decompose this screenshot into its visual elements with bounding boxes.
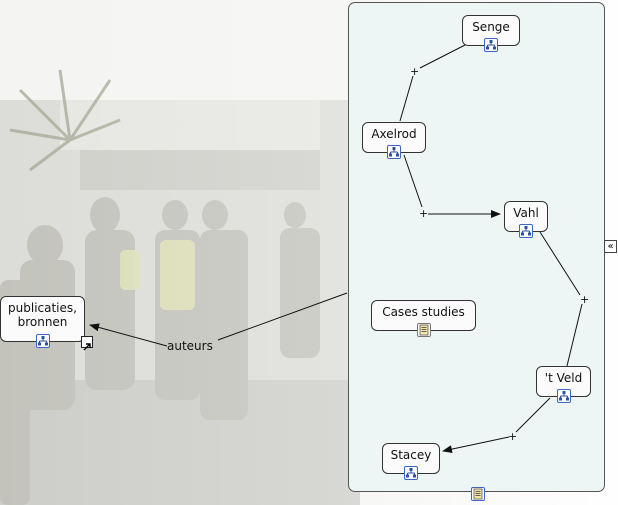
node-label: Vahl: [513, 206, 539, 220]
link-marker[interactable]: +: [508, 432, 517, 442]
document-icon[interactable]: [417, 323, 431, 337]
concept-map-icon[interactable]: [36, 334, 50, 348]
concept-node-stacey[interactable]: Stacey: [382, 443, 440, 474]
shortcut-arrow-icon[interactable]: [81, 336, 93, 348]
link-marker[interactable]: +: [580, 295, 589, 305]
node-label: Senge: [472, 20, 510, 34]
node-label-line1: publicaties,: [8, 301, 77, 315]
concept-node-senge[interactable]: Senge: [462, 15, 520, 46]
node-label: Axelrod: [371, 127, 416, 141]
concept-node-axelrod[interactable]: Axelrod: [362, 122, 426, 153]
node-label: Stacey: [391, 448, 432, 462]
concept-node-vahl[interactable]: Vahl: [504, 201, 548, 232]
concept-map-icon[interactable]: [519, 224, 533, 238]
link-marker[interactable]: +: [419, 209, 428, 219]
concept-map-icon[interactable]: [387, 145, 401, 159]
collapse-double-left-icon[interactable]: «: [604, 240, 617, 253]
node-label: Cases studies: [382, 305, 465, 319]
link-marker[interactable]: +: [410, 67, 419, 77]
concept-map-icon[interactable]: [557, 389, 571, 403]
node-label-line2: bronnen: [18, 315, 68, 329]
concept-node-publicaties-bronnen[interactable]: publicaties, bronnen: [0, 296, 85, 342]
concept-map-icon[interactable]: [484, 38, 498, 52]
document-icon[interactable]: [471, 487, 485, 501]
concept-node-cases-studies[interactable]: Cases studies: [371, 300, 476, 331]
concept-map-icon[interactable]: [404, 466, 418, 480]
linking-phrase-auteurs[interactable]: auteurs: [167, 339, 213, 353]
concept-node-t-veld[interactable]: 't Veld: [536, 366, 591, 397]
node-label: 't Veld: [545, 371, 582, 385]
